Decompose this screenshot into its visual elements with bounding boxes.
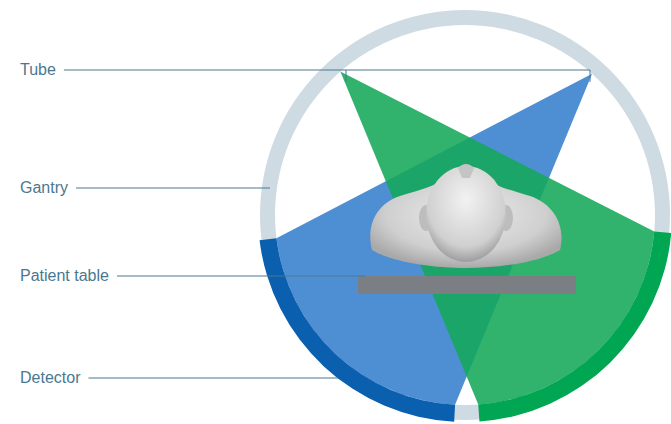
patient-table — [358, 276, 576, 294]
part-label: Tube — [20, 60, 56, 79]
leader-line — [64, 70, 590, 71]
part-label: Gantry — [20, 178, 68, 197]
patient-nose — [458, 164, 474, 178]
patient-figure — [370, 164, 561, 268]
part-label: Patient table — [20, 266, 109, 285]
part-label: Detector — [20, 368, 80, 387]
leader-line — [346, 70, 347, 82]
leader-line — [117, 276, 365, 277]
leader-line — [88, 378, 338, 379]
leader-line — [590, 70, 591, 82]
detector-arc — [260, 238, 456, 422]
leader-line — [76, 188, 270, 189]
patient-head — [426, 166, 506, 262]
